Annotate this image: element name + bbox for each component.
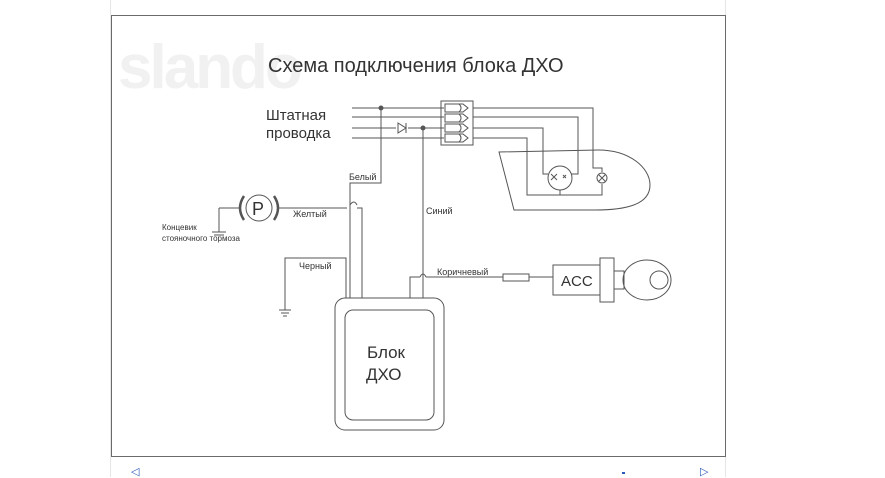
ground-symbol-park [212, 231, 226, 236]
key-shaft [613, 270, 625, 290]
wire-brown-a [409, 276, 420, 298]
wire-crossover [349, 201, 358, 206]
label-black: Черный [299, 261, 331, 271]
standard-wiring-label-1: Штатная [266, 107, 326, 124]
label-white: Белый [349, 172, 376, 182]
connector-block [440, 100, 474, 146]
standard-wiring-label-2: проводка [266, 125, 331, 142]
wire-to-lamp-right [473, 116, 579, 175]
parking-brake-brackets [238, 195, 280, 221]
parking-brake-circle [245, 194, 273, 222]
ignition-flange [599, 257, 615, 303]
key-hole [649, 270, 669, 290]
next-image-icon[interactable]: ▷ [700, 466, 709, 478]
label-blue: Синий [426, 206, 453, 216]
label-parking-brake-2: стояночного тормоза [162, 234, 240, 243]
drl-unit-label-1: Блок [367, 343, 406, 362]
label-yellow: Желтый [293, 209, 327, 219]
fuse [502, 273, 530, 282]
parking-symbol: P [252, 199, 264, 219]
wires [212, 100, 672, 431]
watermark: slando [118, 33, 301, 102]
drl-unit-outer [334, 297, 445, 431]
wire-to-marker [473, 107, 603, 172]
lamp-filaments-icon [550, 173, 567, 181]
label-parking-brake-1: Концевик [162, 223, 197, 232]
wire-brown-crossover [419, 273, 427, 278]
connector-pin-arcs [458, 103, 462, 143]
drl-unit-inner [344, 309, 435, 421]
diagram-title: Схема подключения блока ДХО [268, 55, 564, 77]
headlight-lamps [547, 165, 608, 191]
marker-lamp-cross-icon [598, 174, 606, 182]
wire-yellow-down [357, 207, 363, 298]
wire-ground [473, 137, 603, 196]
acc-label: ACC [561, 273, 593, 290]
connector-pins [444, 103, 469, 143]
label-brown: Коричневый [437, 267, 488, 277]
wire-white [349, 108, 382, 205]
key-head [622, 259, 672, 301]
diode [397, 122, 407, 134]
wire-black [284, 257, 347, 310]
headlight-lamp [547, 165, 573, 191]
headlight-housing [498, 149, 651, 211]
diagram-image-frame [111, 15, 726, 457]
drl-unit-label-2: ДХО [366, 365, 402, 384]
pager-indicator[interactable] [622, 472, 625, 474]
ground-symbol-black [279, 309, 291, 317]
prev-image-icon[interactable]: ◁ [131, 466, 140, 478]
